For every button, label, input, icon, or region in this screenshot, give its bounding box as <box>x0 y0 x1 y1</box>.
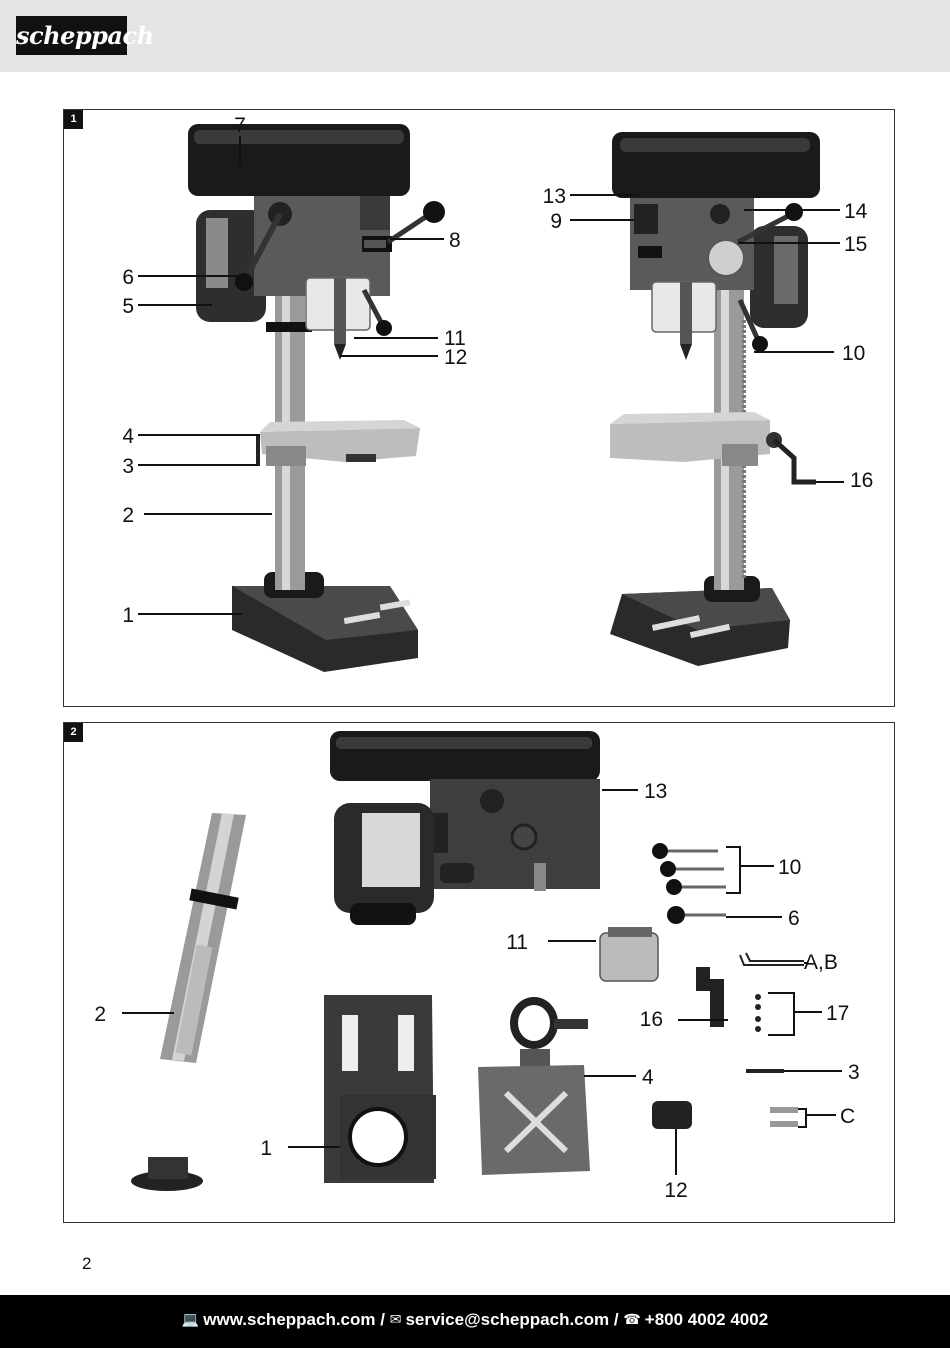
page-header: scheppach <box>0 0 950 72</box>
scheppach-logo: scheppach <box>16 16 154 55</box>
column-tube-illustration <box>131 813 246 1191</box>
figure-2-label: 2 <box>94 1003 106 1026</box>
figure-2-illustration: 13 10 6 11 A,B 17 2 16 4 3 1 C 12 <box>94 731 860 1202</box>
figure-1-label: 2 <box>122 504 134 527</box>
figure-2-label: 16 <box>640 1008 663 1031</box>
figure-1-label: 1 <box>122 604 134 627</box>
figure-1-label: 8 <box>449 229 461 252</box>
head-unit-illustration <box>330 731 600 925</box>
figure-1-label: 11 <box>444 327 466 350</box>
figure-1-label: 9 <box>550 210 562 233</box>
figure-2-label: A,B <box>804 951 838 974</box>
figure-1-label: 12 <box>444 346 467 369</box>
figure-2-leader-lines <box>122 789 842 1175</box>
figure-2-label: C <box>840 1105 855 1128</box>
figure-2-label: 4 <box>642 1066 654 1089</box>
figure-2-label: 1 <box>260 1137 272 1160</box>
figure-2-label: 17 <box>826 1002 849 1025</box>
figure-1-label: 14 <box>844 200 868 223</box>
figure-1-leader-lines <box>138 136 844 615</box>
footer-separator: / <box>380 1310 385 1329</box>
phone-number[interactable]: +800 4002 4002 <box>644 1310 769 1329</box>
figure-2-label: 12 <box>664 1179 687 1202</box>
base-plate-illustration <box>324 995 436 1183</box>
envelope-icon: ✉ <box>389 1311 402 1327</box>
small-parts-illustration <box>599 843 804 1129</box>
work-table-illustration <box>478 997 590 1175</box>
figure-2-label: 6 <box>788 907 800 930</box>
figure-1-label: 16 <box>850 469 873 492</box>
figure-1-illustration: 7 6 5 4 3 2 1 8 11 12 13 9 14 15 10 16 <box>122 114 873 672</box>
email-link[interactable]: service@scheppach.com <box>405 1310 610 1329</box>
figure-1-part-labels: 7 6 5 4 3 2 1 8 11 12 13 9 14 15 10 16 <box>122 114 873 627</box>
figure-2-label: 13 <box>644 780 667 803</box>
website-link[interactable]: www.scheppach.com <box>203 1310 376 1329</box>
figure-1-label: 15 <box>844 233 867 256</box>
figure-1-label: 10 <box>842 342 865 365</box>
figure-1-label: 4 <box>122 425 134 448</box>
figure-1-label: 13 <box>543 185 566 208</box>
figure-2-parts-overview: 2 <box>63 722 895 1223</box>
figure-1-label: 7 <box>234 114 246 137</box>
figure-2-label: 11 <box>506 931 528 954</box>
figure-2-label: 3 <box>848 1061 860 1084</box>
figure-1-label: 5 <box>122 295 134 318</box>
figure-1-number: 1 <box>64 110 83 129</box>
footer-separator: / <box>613 1310 619 1329</box>
drill-press-front-illustration <box>188 124 445 672</box>
page-footer: 💻www.scheppach.com / ✉service@scheppach.… <box>0 1295 950 1348</box>
figure-1-drill-press-views: 1 <box>63 109 895 707</box>
figure-2-number: 2 <box>64 723 83 742</box>
page-number: 2 <box>82 1254 92 1273</box>
figure-1-label: 3 <box>122 455 134 478</box>
figure-2-label: 10 <box>778 856 801 879</box>
computer-icon: 💻 <box>181 1311 200 1327</box>
figure-1-label: 6 <box>122 266 134 289</box>
figure-2-part-labels: 13 10 6 11 A,B 17 2 16 4 3 1 C 12 <box>94 780 859 1202</box>
telephone-icon: ☎ <box>623 1311 641 1327</box>
drill-press-rear-illustration <box>610 132 820 666</box>
